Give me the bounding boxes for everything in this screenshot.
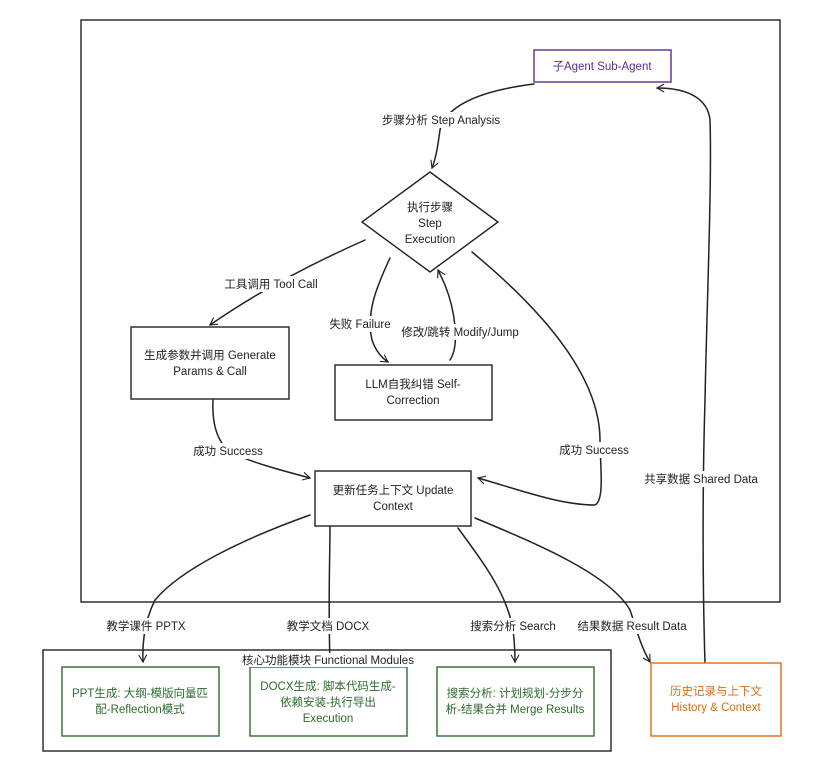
edge-success-left [212,399,312,481]
selfcorrect-label-1: LLM自我纠错 Self- [365,377,460,391]
subagent-label: 子Agent Sub-Agent [552,60,652,73]
node-subagent: 子Agent Sub-Agent [533,49,672,83]
execute-label-2: Step [418,218,442,230]
node-history: 历史记录与上下文 History & Context [650,662,782,737]
search-label-2: 析-结果合并 Merge Results [446,702,585,716]
label-success-right: 成功 Success [559,444,629,457]
ppt-label-1: PPT生成: 大纲-模版向量匹 [72,686,208,700]
update-label-2: Context [373,501,413,513]
edge-success-right [471,251,602,506]
label-tool-call: 工具调用 Tool Call [224,278,317,291]
history-label-1: 历史记录与上下文 [670,684,762,698]
node-generate: 生成参数并调用 Generate Params & Call [130,326,290,400]
modules-group [42,649,612,752]
modules-title: 核心功能模块 Functional Modules [242,653,414,667]
node-execute: 执行步骤 Step Execution [360,171,500,273]
generate-label-2: Params & Call [173,366,247,378]
edge-failure [369,257,391,363]
edge-pptx [138,514,311,664]
edges [138,83,712,664]
generate-label-1: 生成参数并调用 Generate [144,348,276,362]
label-docx: 教学文档 DOCX [287,619,370,633]
docx-label-3: Execution [303,713,354,725]
label-modify-jump: 修改/跳转 Modify/Jump [401,325,519,339]
node-update: 更新任务上下文 Update Context [314,470,472,527]
edge-modify-jump [437,268,457,361]
update-label-1: 更新任务上下文 Update [333,483,454,497]
edge-docx [325,524,335,664]
edge-search [457,527,520,664]
label-search: 搜索分析 Search [470,619,556,633]
node-search: 搜索分析: 计划规划-分步分 析-结果合并 Merge Results [436,666,595,737]
label-pptx: 教学课件 PPTX [106,619,186,633]
docx-label-2: 依赖安装-执行导出 [280,695,376,709]
label-failure: 失败 Failure [329,317,390,331]
edge-result-data [474,517,651,663]
execute-label-3: Execution [405,234,456,246]
docx-label-1: DOCX生成: 脚本代码生成- [260,679,396,693]
edge-labels: 步骤分析 Step Analysis 工具调用 Tool Call 失败 Fai… [103,112,762,634]
node-selfcorrect: LLM自我纠错 Self- Correction [334,364,493,421]
label-shared-data: 共享数据 Shared Data [644,472,758,486]
node-ppt: PPT生成: 大纲-模版向量匹 配-Reflection模式 [61,666,220,737]
label-success-left: 成功 Success [193,445,263,458]
agent-frame [80,19,781,603]
edge-shared-data [655,83,712,664]
search-label-1: 搜索分析: 计划规划-分步分 [447,686,584,700]
ppt-label-2: 配-Reflection模式 [95,703,185,716]
label-result-data: 结果数据 Result Data [577,619,687,633]
execute-label-1: 执行步骤 [407,200,453,214]
label-step-analysis: 步骤分析 Step Analysis [382,113,500,127]
node-docx: DOCX生成: 脚本代码生成- 依赖安装-执行导出 Execution [249,666,408,737]
history-label-2: History & Context [671,702,761,714]
selfcorrect-label-2: Correction [386,395,439,407]
